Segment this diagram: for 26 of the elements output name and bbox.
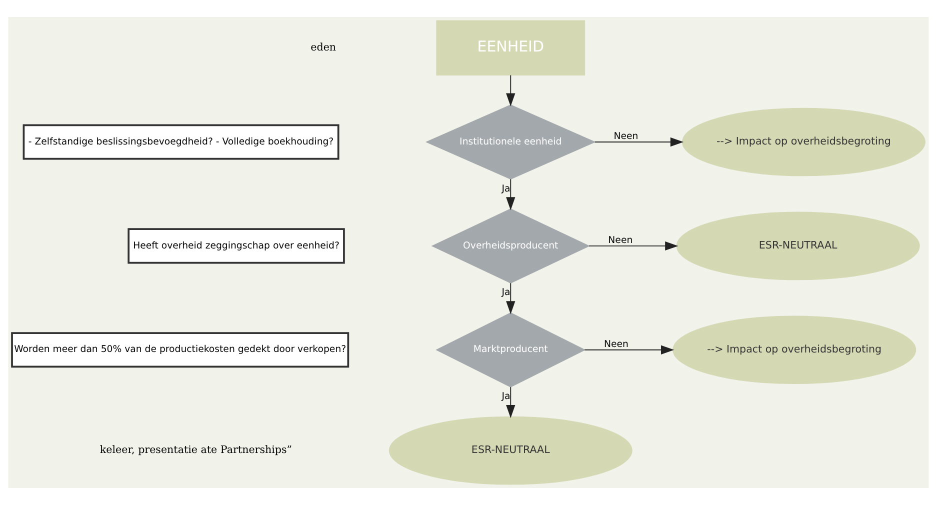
edge-label: Neen [608, 235, 633, 246]
node-diamond: Institutionele eenheid [425, 104, 596, 180]
arrow [594, 137, 684, 147]
edge-label: Ja [502, 183, 510, 194]
node-diamond: Marktproducent [436, 312, 586, 388]
node-ellipse: --> Impact op overheidsbegroting [682, 108, 926, 176]
edge-label: Ja [502, 390, 510, 402]
node-diamond: Overheidsproducent [431, 208, 590, 284]
edge-label: Neen [614, 131, 638, 142]
node-box: EENHEID [436, 20, 586, 76]
label: keleer, presentatie ate Partnerships” [100, 444, 292, 456]
node-box: Worden meer dan 50% van de productiekosten gedekt door verkopen? [11, 332, 350, 368]
edge-label: Ja [502, 287, 510, 298]
edge-label: Neen [604, 339, 628, 350]
arrow [588, 241, 678, 251]
node-ellipse: ESR-NEUTRAAL [388, 416, 632, 485]
arrow [506, 74, 516, 106]
node-box: Heeft overheid zeggingschap over eenheid? [128, 228, 345, 264]
arrow [506, 282, 516, 314]
node-box: - Zelfstandige beslissingsbevoegdheid? - Volledige boekhouding? [22, 124, 340, 160]
label: eden [310, 42, 336, 54]
arrow [584, 345, 674, 354]
arrow [506, 178, 516, 210]
arrow [506, 386, 516, 418]
node-ellipse: --> Impact op overheidsbegroting [672, 316, 916, 384]
node-ellipse: ESR-NEUTRAAL [676, 212, 920, 280]
